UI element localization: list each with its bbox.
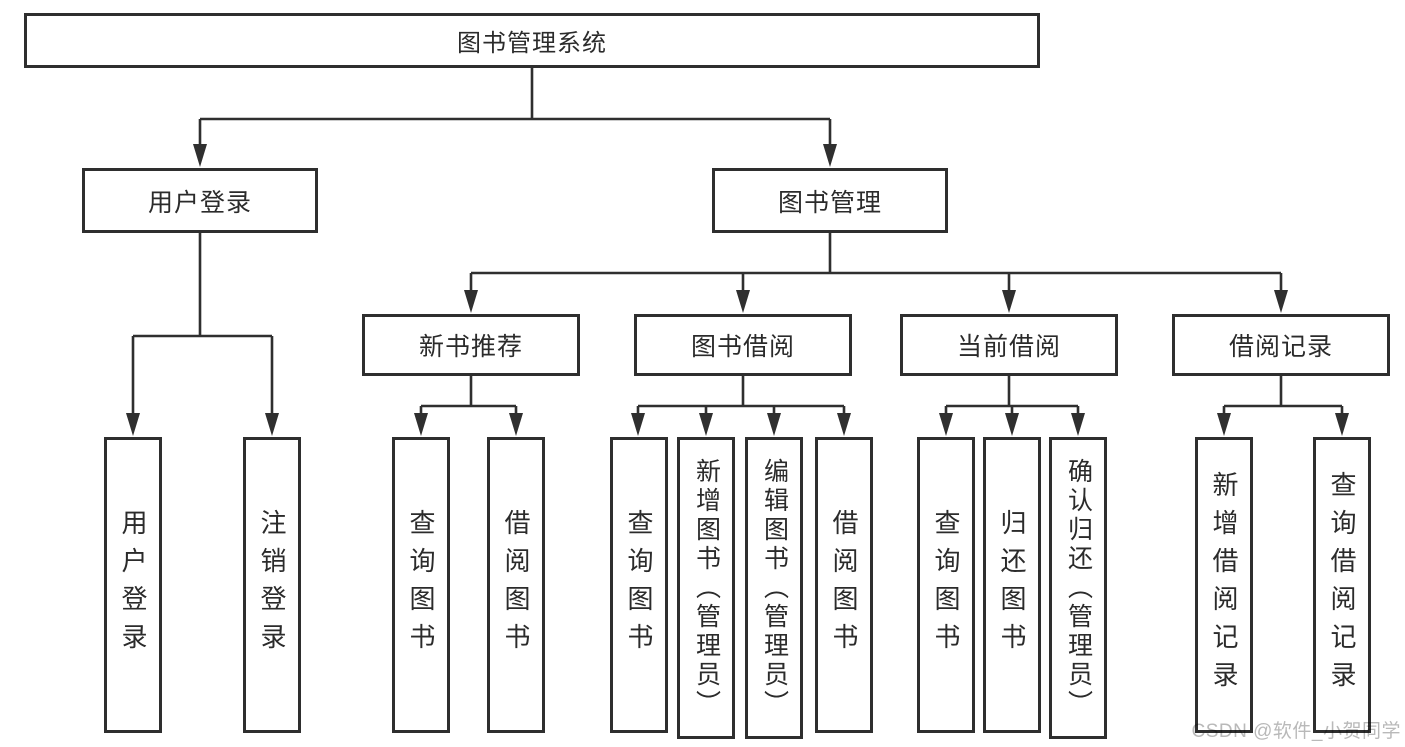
- leaf-query-books: 查询图书: [392, 437, 450, 733]
- leaf-query-books: 查询图书: [917, 437, 975, 733]
- node-label: 新书推荐: [418, 333, 523, 361]
- leaf-label: 新增借阅记录: [1209, 471, 1239, 699]
- leaf-label: 借阅图书: [829, 509, 859, 661]
- leaf-borrow-books: 借阅图书: [815, 437, 873, 733]
- leaf-return-books: 归还图书: [983, 437, 1041, 733]
- leaf-confirm-return-admin: 确认归还（管理员）: [1049, 437, 1107, 739]
- leaf-label: 查询图书: [931, 509, 961, 661]
- leaf-label: 查询借阅记录: [1327, 471, 1357, 699]
- leaf-label: 编辑图书（管理员）: [760, 457, 789, 719]
- node-borrowing-records: 借阅记录: [1172, 314, 1390, 376]
- leaf-query-borrow-record: 查询借阅记录: [1313, 437, 1371, 733]
- node-label: 图书借阅: [690, 333, 795, 361]
- node-label: 图书管理系统: [457, 30, 607, 57]
- leaf-add-book-admin: 新增图书（管理员）: [677, 437, 735, 739]
- leaf-label: 借阅图书: [501, 509, 531, 661]
- node-new-book-recommendation: 新书推荐: [362, 314, 580, 376]
- node-book-management: 图书管理: [712, 168, 948, 233]
- leaf-label: 注销登录: [257, 509, 287, 661]
- node-label: 用户登录: [147, 188, 252, 217]
- node-label: 当前借阅: [956, 333, 1061, 361]
- leaf-user-login: 用户登录: [104, 437, 162, 733]
- node-label: 图书管理: [777, 188, 882, 217]
- leaf-label: 用户登录: [118, 509, 148, 661]
- leaf-label: 确认归还（管理员）: [1064, 457, 1093, 719]
- leaf-query-books: 查询图书: [610, 437, 668, 733]
- leaf-label: 查询图书: [624, 509, 654, 661]
- leaf-label: 查询图书: [406, 509, 436, 661]
- node-label: 借阅记录: [1228, 333, 1333, 361]
- leaf-logout: 注销登录: [243, 437, 301, 733]
- leaf-borrow-books: 借阅图书: [487, 437, 545, 733]
- csdn-watermark: CSDN @软件_小贺同学: [1191, 721, 1401, 742]
- leaf-add-borrow-record: 新增借阅记录: [1195, 437, 1253, 733]
- leaf-edit-book-admin: 编辑图书（管理员）: [745, 437, 803, 739]
- node-book-borrowing: 图书借阅: [634, 314, 852, 376]
- leaf-label: 归还图书: [997, 509, 1027, 661]
- leaf-label: 新增图书（管理员）: [692, 457, 721, 719]
- arrowheads: [126, 144, 1349, 436]
- node-user-login: 用户登录: [82, 168, 318, 233]
- node-library-management-system: 图书管理系统: [24, 13, 1040, 68]
- node-current-borrowing: 当前借阅: [900, 314, 1118, 376]
